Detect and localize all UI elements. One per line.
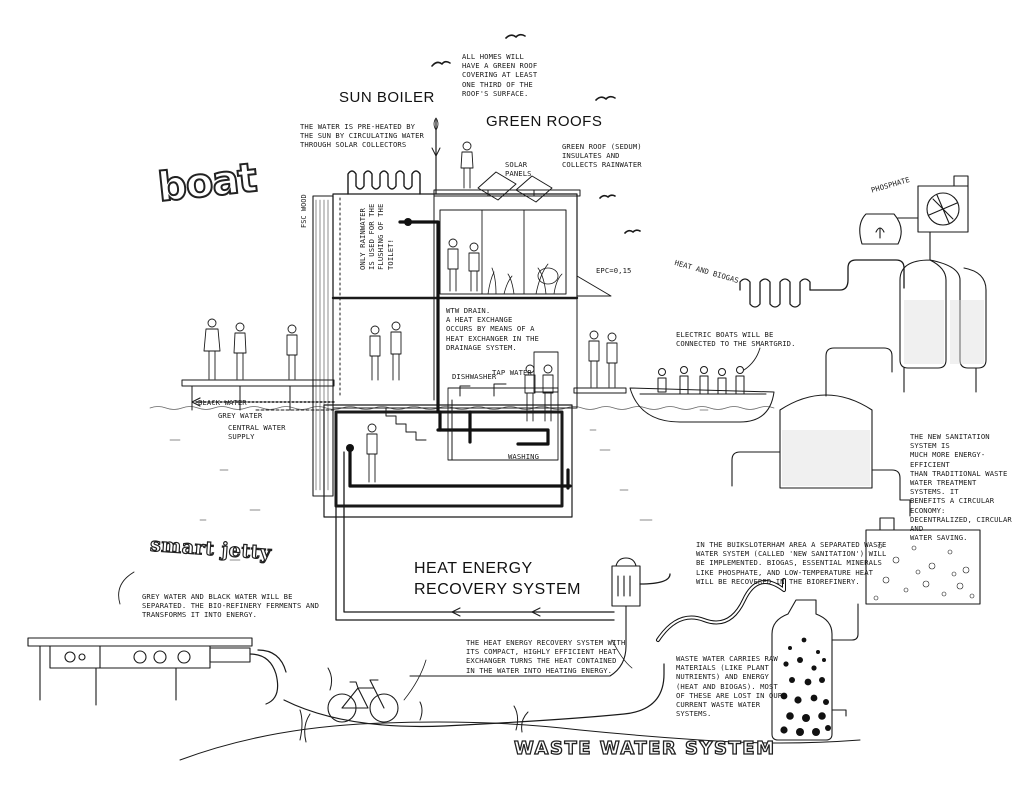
heat-biogas-coil (739, 259, 905, 308)
tap-water-label: TAP WATER (492, 368, 532, 377)
floating-house (312, 189, 612, 518)
digester (731, 347, 911, 517)
sun-boiler-note: THE WATER IS PRE-HEATED BY THE SUN BY CI… (300, 122, 424, 150)
right-jetty (573, 387, 627, 394)
biorefinery-vessel (771, 599, 859, 741)
solar-panels (477, 171, 553, 203)
grey-water-label: GREY WATER (218, 411, 263, 420)
buiksloterham-note: IN THE BUIKSLOTERHAM AREA A SEPARATED WA… (696, 540, 887, 586)
heat-recovery-pipe (335, 451, 671, 621)
heat-callout-arrow (403, 659, 427, 701)
electric-boat (629, 366, 775, 423)
heat-callout (611, 639, 633, 669)
plants (487, 263, 563, 295)
sedum-note: GREEN ROOF (SEDUM) INSULATES AND COLLECT… (562, 142, 642, 170)
green-roofs-heading: GREEN ROOFS (486, 113, 603, 130)
boat-callout-arrow (743, 347, 761, 371)
smart-jetty-structure (27, 637, 253, 706)
sanitation-note: THE NEW SANITATION SYSTEM IS MUCH MORE E… (910, 432, 1012, 543)
pipe-valves (346, 218, 412, 452)
bicycle (327, 679, 399, 723)
waste-water-heading: WASTE WATER SYSTEM (513, 737, 776, 759)
pipe-network (348, 220, 572, 490)
solar-collector-coil (347, 117, 441, 195)
sun-boiler-heading: SUN BOILER (339, 89, 435, 106)
black-water-label: BLACK WATER (198, 398, 247, 407)
waste-water-hose (656, 578, 786, 642)
epc-label: EPC=0,15 (596, 266, 632, 275)
phosphate-unit (859, 175, 969, 245)
solar-panels-label: SOLAR PANELS (505, 160, 532, 179)
heat-recovery-note: THE HEAT ENERGY RECOVERY SYSTEM WITH ITS… (466, 638, 626, 675)
people (203, 141, 618, 483)
sea-bed (179, 667, 861, 761)
thin-pipes (191, 197, 553, 461)
jetty-callout-arrow (118, 571, 135, 605)
storage-tank (865, 517, 981, 605)
fsc-wood-label: FSC WOOD (300, 194, 308, 228)
wtw-drain-note: WTW DRAIN. A HEAT EXCHANGE OCCURS BY MEA… (446, 306, 539, 352)
sediment-dots (780, 637, 831, 736)
birds (431, 33, 641, 234)
waste-water-note: WASTE WATER CARRIES RAW MATERIALS (LIKE … (676, 654, 783, 719)
green-roof-note: ALL HOMES WILL HAVE A GREEN ROOF COVERIN… (462, 52, 538, 98)
dishwasher-label: DISHWASHER (452, 372, 497, 381)
left-jetty (181, 379, 335, 411)
water-surface (149, 406, 775, 561)
jetty-note: GREY WATER AND BLACK WATER WILL BE SEPAR… (142, 592, 320, 620)
electric-boats-note: ELECTRIC BOATS WILL BE CONNECTED TO THE … (676, 330, 796, 349)
central-water-label: CENTRAL WATER SUPPLY (228, 423, 286, 442)
jetty-hose (249, 649, 665, 728)
washing-label: WASHING (508, 452, 539, 461)
biogas-tanks (899, 231, 987, 393)
heat-recovery-unit (409, 557, 641, 677)
rainwater-note: ONLY RAINWATER IS USED FOR THE FLUSHING … (358, 203, 395, 270)
heat-energy-heading: HEAT ENERGY RECOVERY SYSTEM (414, 560, 581, 598)
waste-water-hose-inner (657, 579, 785, 641)
